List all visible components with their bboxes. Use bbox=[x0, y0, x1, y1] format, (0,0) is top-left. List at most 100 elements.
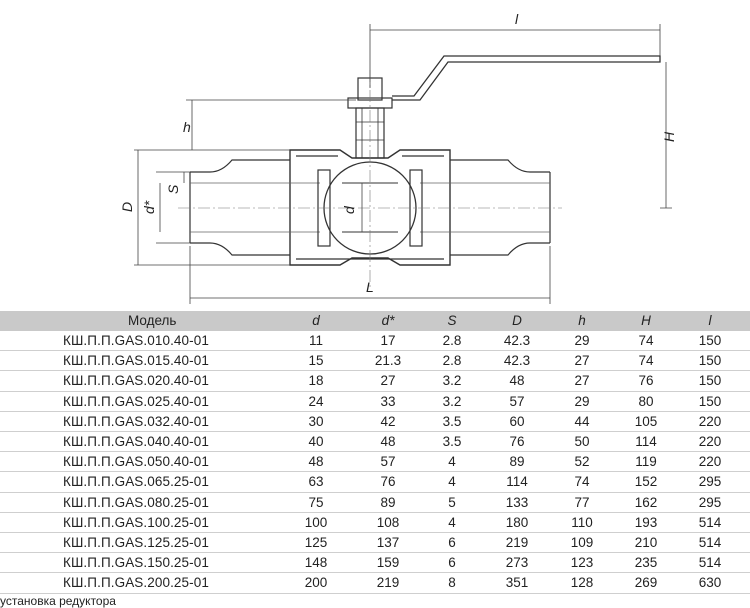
column-header: H bbox=[641, 313, 651, 328]
value-cell: 42.3 bbox=[503, 353, 531, 369]
value-cell: 33 bbox=[380, 393, 396, 409]
value-cell: 128 bbox=[570, 575, 594, 591]
value-cell: 2 bbox=[742, 331, 750, 351]
value-cell: 89 bbox=[380, 494, 396, 510]
value-cell: 114 bbox=[506, 474, 528, 490]
value-cell: 48 bbox=[509, 373, 525, 389]
value-cell: 4 bbox=[448, 514, 456, 530]
value-cell: 2 bbox=[742, 472, 750, 492]
value-cell: 3.5 bbox=[442, 413, 462, 429]
column-header: D bbox=[512, 313, 522, 328]
value-cell: 42 bbox=[380, 413, 396, 429]
value-cell: 2 bbox=[742, 411, 750, 431]
value-cell: 29 bbox=[574, 393, 590, 409]
value-cell: 235 bbox=[634, 555, 658, 571]
value-cell: 150 bbox=[698, 353, 722, 369]
dim-l-label: l bbox=[515, 11, 519, 27]
column-header: d bbox=[312, 313, 320, 328]
value-cell: 295 bbox=[698, 494, 722, 510]
value-cell: 514 bbox=[698, 555, 722, 571]
value-cell: 200 bbox=[304, 575, 328, 591]
model-cell: КШ.П.П.GAS.080.25-01 bbox=[63, 494, 209, 510]
value-cell: 351 bbox=[505, 575, 529, 591]
value-cell: 2 bbox=[742, 452, 750, 472]
value-cell: 630 bbox=[698, 575, 722, 591]
value-cell: 27 bbox=[574, 373, 590, 389]
value-cell: 27 bbox=[574, 353, 590, 369]
model-cell: КШ.П.П.GAS.150.25-01 bbox=[63, 555, 209, 571]
value-cell: 44 bbox=[574, 413, 590, 429]
value-cell: 15 bbox=[308, 353, 324, 369]
value-cell: 17 bbox=[380, 333, 396, 348]
dim-h-label: h bbox=[183, 119, 191, 135]
column-header bbox=[742, 311, 750, 331]
value-cell: 48 bbox=[380, 434, 396, 450]
value-cell: 114 bbox=[635, 434, 657, 450]
value-cell: 11 bbox=[308, 333, 323, 348]
value-cell: 2 bbox=[742, 492, 750, 512]
value-cell: 514 bbox=[698, 514, 722, 530]
dim-S-label: S bbox=[165, 184, 181, 194]
value-cell: 220 bbox=[698, 434, 722, 450]
dim-H-label: H bbox=[661, 131, 677, 142]
model-cell: КШ.П.П.GAS.100.25-01 bbox=[63, 514, 209, 530]
valve-body bbox=[289, 149, 451, 266]
value-cell: 150 bbox=[698, 333, 722, 348]
table-body: КШ.П.П.GAS.010.40-0111172.842.329741502К… bbox=[0, 331, 750, 594]
value-cell: 50 bbox=[574, 434, 590, 450]
value-cell: 2.8 bbox=[442, 353, 462, 369]
value-cell: 133 bbox=[505, 494, 529, 510]
value-cell: 5 bbox=[448, 494, 456, 510]
model-cell: КШ.П.П.GAS.050.40-01 bbox=[63, 454, 209, 470]
model-cell: КШ.П.П.GAS.200.25-01 bbox=[63, 575, 209, 591]
value-cell: 3.5 bbox=[442, 434, 462, 450]
value-cell: 2 bbox=[742, 432, 750, 452]
model-cell: КШ.П.П.GAS.065.25-01 bbox=[63, 474, 209, 490]
table-row: КШ.П.П.GAS.100.25-0110010841801101935143 bbox=[0, 512, 750, 533]
right-pipe bbox=[450, 159, 551, 256]
value-cell: 193 bbox=[634, 514, 658, 530]
model-cell: КШ.П.П.GAS.015.40-01 bbox=[63, 353, 209, 369]
value-cell: 30 bbox=[308, 413, 324, 429]
value-cell: 89 bbox=[509, 454, 525, 470]
model-cell: КШ.П.П.GAS.010.40-01 bbox=[63, 333, 209, 348]
value-cell: 123 bbox=[570, 555, 594, 571]
value-cell: 75 bbox=[308, 494, 324, 510]
value-cell: 2.8 bbox=[442, 333, 462, 348]
value-cell: 269 bbox=[634, 575, 658, 591]
value-cell: 109 bbox=[570, 535, 594, 551]
value-cell: 57 bbox=[509, 393, 525, 409]
model-cell: КШ.П.П.GAS.020.40-01 bbox=[63, 373, 209, 389]
value-cell: 3.2 bbox=[442, 373, 462, 389]
value-cell: 6 bbox=[448, 555, 456, 571]
value-cell: 63 bbox=[308, 474, 324, 490]
value-cell: 18 bbox=[308, 373, 324, 389]
value-cell: 2 bbox=[742, 371, 750, 391]
table-row: КШ.П.П.GAS.125.25-0112513762191092105143 bbox=[0, 533, 750, 553]
column-header: l bbox=[708, 313, 712, 328]
value-cell: 3 bbox=[742, 512, 750, 532]
handle bbox=[392, 55, 661, 101]
value-cell: 3 bbox=[742, 553, 750, 573]
value-cell: 3.2 bbox=[442, 393, 462, 409]
value-cell: 148 bbox=[304, 555, 328, 571]
table-row: КШ.П.П.GAS.080.25-0175895133771622952 bbox=[0, 492, 750, 513]
value-cell: 108 bbox=[376, 514, 400, 530]
table-row: КШ.П.П.GAS.150.25-0114815962731232355143 bbox=[0, 553, 750, 573]
value-cell: 6 bbox=[448, 535, 456, 551]
value-cell: 137 bbox=[376, 535, 400, 551]
value-cell: 110 bbox=[571, 514, 593, 530]
column-header: h bbox=[578, 313, 586, 328]
value-cell: 21.3 bbox=[374, 353, 402, 369]
value-cell: 162 bbox=[634, 494, 658, 510]
model-cell: КШ.П.П.GAS.040.40-01 bbox=[63, 434, 209, 450]
dim-D-label: D bbox=[119, 202, 135, 212]
model-cell: КШ.П.П.GAS.032.40-01 bbox=[63, 413, 209, 429]
